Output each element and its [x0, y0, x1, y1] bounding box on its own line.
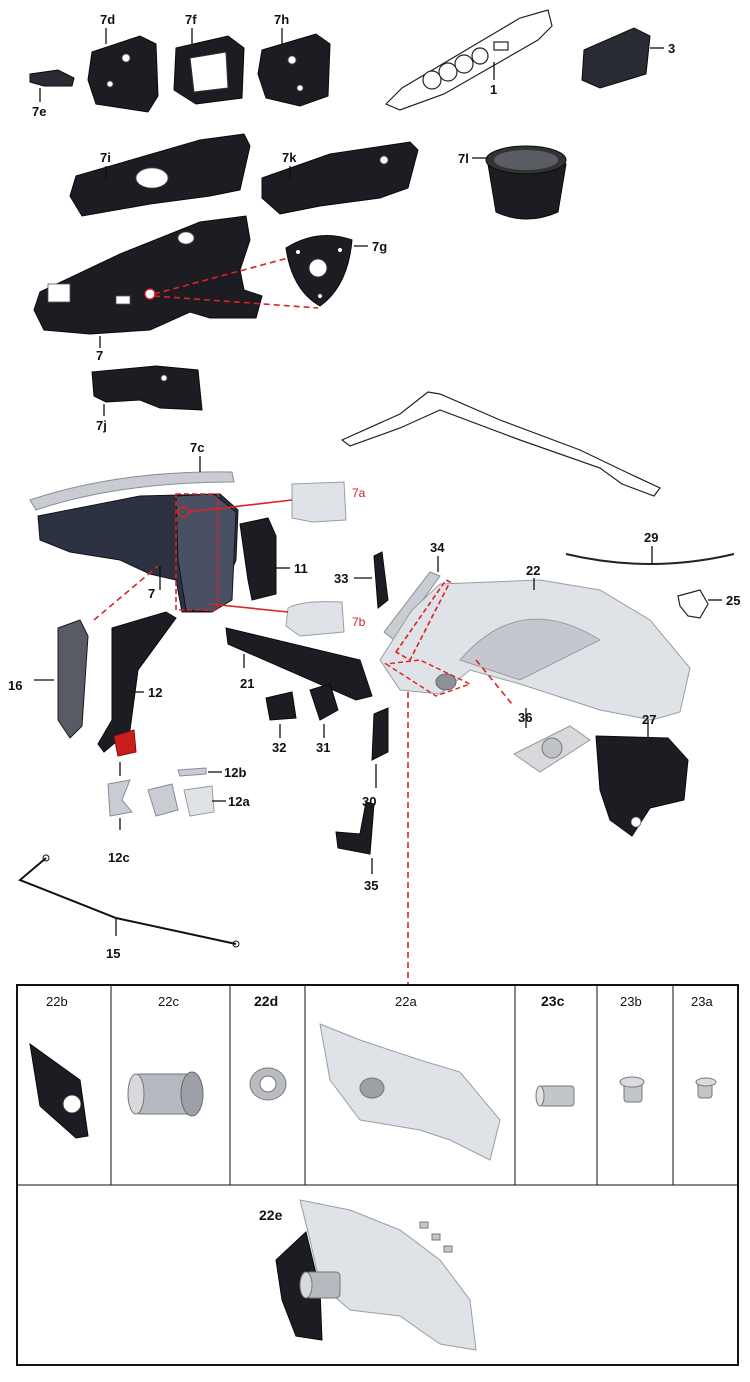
part-16: 16: [8, 565, 159, 739]
part-30: 30: [362, 707, 389, 809]
callout-7i: 7i: [100, 150, 111, 165]
callout-36: 36: [518, 710, 532, 725]
callout-35: 35: [364, 878, 378, 893]
callout-7j: 7j: [96, 418, 107, 433]
callout-25: 25: [726, 593, 740, 608]
part-15: 15: [18, 854, 240, 961]
callout-7e: 7e: [32, 104, 46, 119]
part-12: 12: [97, 611, 177, 757]
callout-16: 16: [8, 678, 22, 693]
callout-3: 3: [668, 41, 675, 56]
callout-32: 32: [272, 740, 286, 755]
cell-label-22a: 22a: [395, 994, 417, 1009]
part-11: 11: [239, 517, 308, 601]
callout-7f: 7f: [185, 12, 197, 27]
part-7b: 7b: [209, 601, 366, 637]
part-12-cap: [147, 783, 179, 817]
part-12b: 12b: [177, 765, 246, 780]
detail-table: 22b 22c 22d 22a 23c 23b 23a: [16, 984, 739, 1366]
thumb-22a: [319, 1023, 501, 1161]
part-22: 22: [379, 563, 691, 721]
callout-21: 21: [240, 676, 254, 691]
callout-12a: 12a: [228, 794, 250, 809]
part-7g: 7g: [153, 235, 387, 309]
callout-7a: 7a: [352, 486, 366, 500]
part-roof-rail: [340, 391, 661, 497]
cell-label-22d: 22d: [254, 993, 278, 1009]
callout-11: 11: [294, 561, 308, 576]
callout-12c: 12c: [108, 850, 130, 865]
callout-29: 29: [644, 530, 658, 545]
callout-1: 1: [490, 82, 497, 97]
callout-31: 31: [316, 740, 330, 755]
part-36: 36: [475, 659, 591, 773]
part-7-wing-assembly: 7: [37, 493, 239, 613]
thumb-22d: [249, 1067, 287, 1101]
part-7a: 7a: [187, 481, 366, 523]
cell-label-22c: 22c: [158, 994, 179, 1009]
part-32: 32: [265, 691, 297, 755]
thumb-23a: [695, 1077, 717, 1099]
callout-7k: 7k: [282, 150, 297, 165]
callout-7l: 7l: [458, 151, 469, 166]
callout-27: 27: [642, 712, 656, 727]
thumb-23c: [535, 1085, 575, 1107]
callout-15: 15: [106, 946, 120, 961]
part-7l: 7l: [458, 145, 567, 220]
cell-label-23a: 23a: [691, 994, 713, 1009]
part-7c: 7c: [29, 440, 235, 511]
callout-7-inner: 7: [96, 348, 103, 363]
part-35: 35: [335, 801, 378, 893]
callout-7b: 7b: [352, 615, 366, 629]
callout-7d: 7d: [100, 12, 115, 27]
cell-label-23b: 23b: [620, 994, 642, 1009]
thumb-22e: [275, 1199, 477, 1351]
cell-label-22b: 22b: [46, 994, 68, 1009]
thumb-22b: [29, 1042, 89, 1139]
part-12c: 12c: [107, 762, 133, 865]
part-29: 29: [565, 530, 735, 565]
part-34: 34: [383, 540, 445, 641]
part-1: 1: [384, 9, 553, 111]
callout-34: 34: [430, 540, 445, 555]
part-7-inner-panel: 7: [33, 215, 263, 363]
part-7j: 7j: [91, 365, 203, 433]
thumb-23b: [619, 1076, 645, 1103]
part-7d: 7d: [87, 12, 159, 113]
part-21: 21: [225, 627, 373, 701]
callout-7-main: 7: [148, 586, 155, 601]
thumb-22c: [127, 1071, 204, 1117]
part-3: 3: [581, 27, 675, 89]
part-12a: 12a: [183, 785, 250, 817]
cell-label-23c: 23c: [541, 993, 565, 1009]
cell-label-22e: 22e: [259, 1207, 283, 1223]
part-7h: 7h: [257, 12, 331, 107]
part-33: 33: [334, 551, 389, 609]
callout-33: 33: [334, 571, 348, 586]
part-25: 25: [677, 589, 740, 619]
part-27: 27: [595, 712, 689, 837]
part-7e: 7e: [29, 69, 75, 119]
callout-7g: 7g: [372, 239, 387, 254]
callout-12b: 12b: [224, 765, 246, 780]
callout-22: 22: [526, 563, 540, 578]
part-7i: 7i: [69, 133, 251, 217]
callout-7c: 7c: [190, 440, 204, 455]
callout-7h: 7h: [274, 12, 289, 27]
part-31: 31: [309, 683, 339, 755]
part-7f: 7f: [173, 12, 245, 105]
callout-12: 12: [148, 685, 162, 700]
part-7k: 7k: [261, 141, 419, 215]
